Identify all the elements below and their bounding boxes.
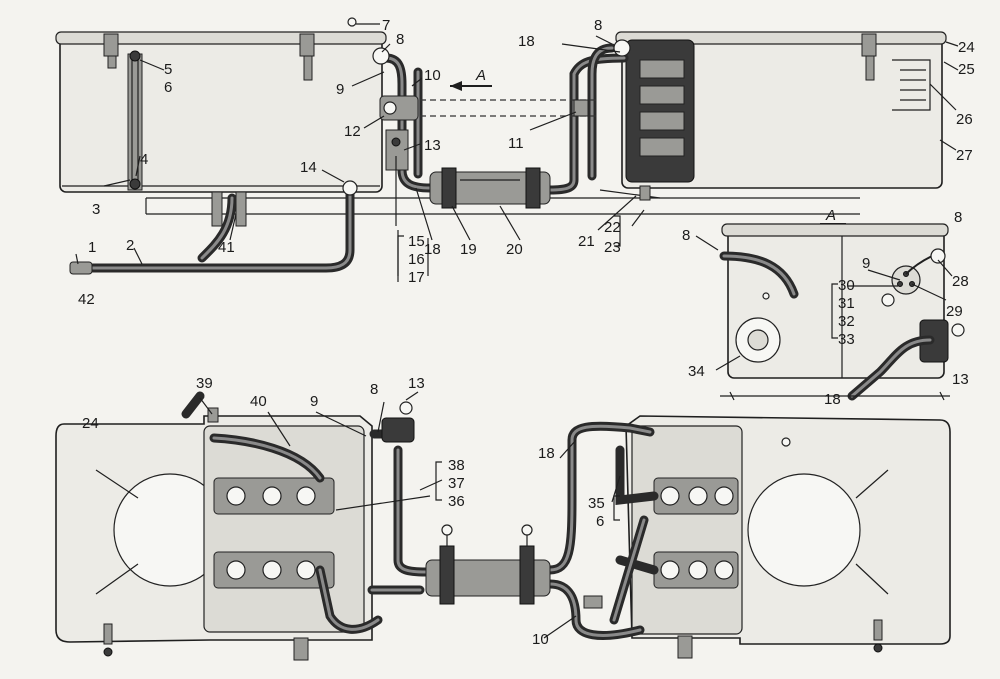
callout-3: 3 xyxy=(92,201,100,218)
callout-labels: 1 2 3 4 5 6 7 8 9 10 11 12 13 14 15 16 1… xyxy=(78,17,975,648)
callout-4: 4 xyxy=(140,151,148,168)
callout-1: 1 xyxy=(88,239,96,256)
left-battery-box-side xyxy=(55,17,387,193)
view-a-detail: A xyxy=(719,207,965,401)
callout-8: 8 xyxy=(396,31,404,48)
callout-18-top: 18 xyxy=(424,241,441,258)
callout-6: 6 xyxy=(164,79,172,96)
callout-16: 16 xyxy=(408,251,425,268)
mounting-frame xyxy=(145,189,860,227)
callout-20: 20 xyxy=(506,241,523,258)
callout-5: 5 xyxy=(164,61,172,78)
callout-11: 11 xyxy=(508,135,524,152)
callout-41: 41 xyxy=(218,239,235,256)
callout-15: 15 xyxy=(408,233,425,250)
callout-7: 7 xyxy=(382,17,390,34)
callout-13-viewa: 13 xyxy=(952,371,969,388)
callout-18-viewa: 18 xyxy=(824,391,841,408)
callout-26: 26 xyxy=(956,111,973,128)
callout-36: 36 xyxy=(448,493,465,510)
right-battery-box-plan xyxy=(625,415,951,659)
connecting-hoses-top xyxy=(372,39,631,195)
callout-35: 35 xyxy=(588,495,605,512)
callout-24-plan: 24 xyxy=(82,415,99,432)
callout-2: 2 xyxy=(126,237,134,254)
right-battery-box-side xyxy=(615,31,947,201)
callout-13-plan: 13 xyxy=(408,375,425,392)
callout-12: 12 xyxy=(344,123,361,140)
callout-9: 9 xyxy=(336,81,344,98)
callout-22: 22 xyxy=(604,219,621,236)
left-battery-cells xyxy=(213,477,335,589)
callout-18-right: 18 xyxy=(518,33,535,50)
callout-40: 40 xyxy=(250,393,267,410)
callout-33: 33 xyxy=(838,331,855,348)
callout-29: 29 xyxy=(946,303,963,320)
callout-39: 39 xyxy=(196,375,213,392)
callout-8-plan: 8 xyxy=(370,381,378,398)
callout-21: 21 xyxy=(578,233,595,250)
view-label-a: A xyxy=(475,67,486,84)
callout-31: 31 xyxy=(838,295,855,312)
callout-13: 13 xyxy=(424,137,441,154)
connecting-hoses-bottom xyxy=(367,421,659,640)
callout-37: 37 xyxy=(448,475,465,492)
callout-42: 42 xyxy=(78,291,95,308)
cable-sleeve-20 xyxy=(429,167,551,209)
callout-27: 27 xyxy=(956,147,973,164)
callout-30: 30 xyxy=(838,277,855,294)
callout-24: 24 xyxy=(958,39,975,56)
callout-34: 34 xyxy=(688,363,705,380)
view-a-title: A xyxy=(825,207,836,224)
right-battery-cells xyxy=(653,477,739,589)
callout-6-plan: 6 xyxy=(596,513,604,530)
callout-28: 28 xyxy=(952,273,969,290)
vent-hose-2 xyxy=(69,180,358,275)
leader-lines xyxy=(75,23,959,639)
left-battery-box-plan xyxy=(55,391,415,661)
callout-18-plan: 18 xyxy=(538,445,555,462)
callout-32: 32 xyxy=(838,313,855,330)
callout-8-viewa-left: 8 xyxy=(682,227,690,244)
callout-17: 17 xyxy=(408,269,425,286)
callout-19: 19 xyxy=(460,241,477,258)
view-arrow-a: A xyxy=(450,67,492,91)
callout-38: 38 xyxy=(448,457,465,474)
callout-9-viewa: 9 xyxy=(862,255,870,272)
callout-25: 25 xyxy=(958,61,975,78)
callout-14: 14 xyxy=(300,159,317,176)
callout-8-right: 8 xyxy=(594,17,602,34)
callout-23: 23 xyxy=(604,239,621,256)
callout-10-plan: 10 xyxy=(532,631,549,648)
callout-8-viewa-right: 8 xyxy=(954,209,962,226)
callout-10: 10 xyxy=(424,67,441,84)
callout-9-plan: 9 xyxy=(310,393,318,410)
